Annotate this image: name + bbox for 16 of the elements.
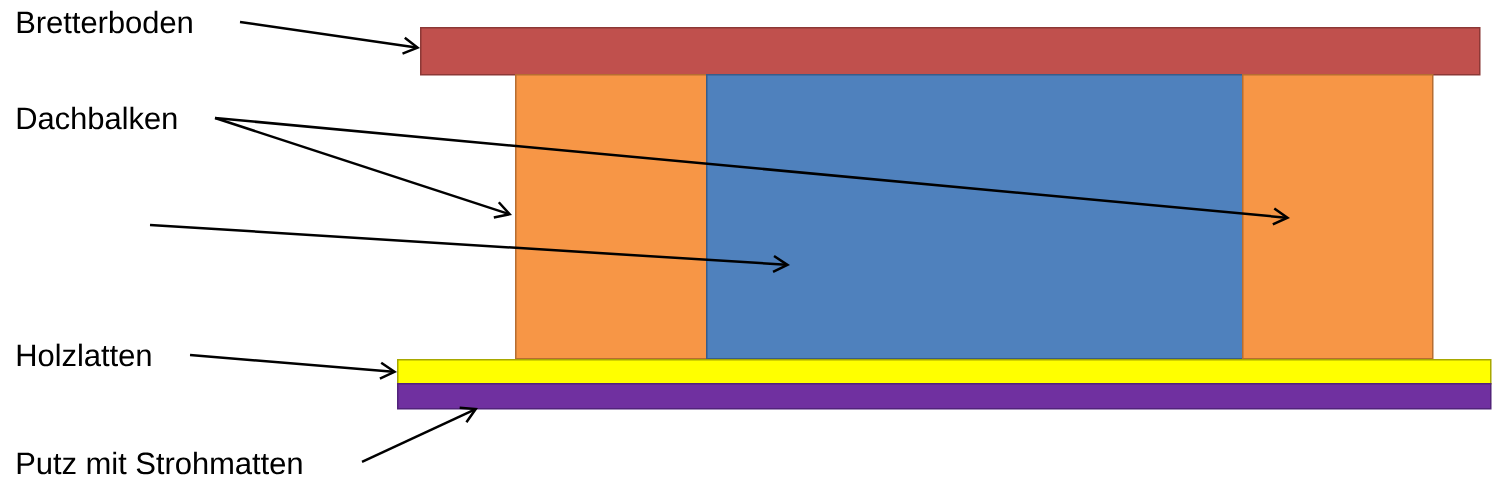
part-label: Holzlatten [17, 343, 151, 367]
leader-arrow [189, 353, 397, 380]
beam [1242, 74, 1434, 360]
part-label: Bretterboden [17, 10, 192, 34]
plaster-layer [397, 383, 1492, 410]
insulation-layer [706, 74, 1244, 360]
part-label: Dachbalken [17, 106, 177, 130]
leader-arrow [239, 20, 420, 55]
leader-arrow [214, 116, 1290, 226]
part-label: Putz mit Strohmatten [17, 451, 302, 475]
board-layer [420, 27, 1481, 76]
leader-arrow [149, 223, 790, 274]
batten-layer [397, 359, 1492, 385]
beam [515, 74, 708, 360]
leader-arrow [214, 116, 512, 219]
leader-arrow [361, 406, 478, 464]
